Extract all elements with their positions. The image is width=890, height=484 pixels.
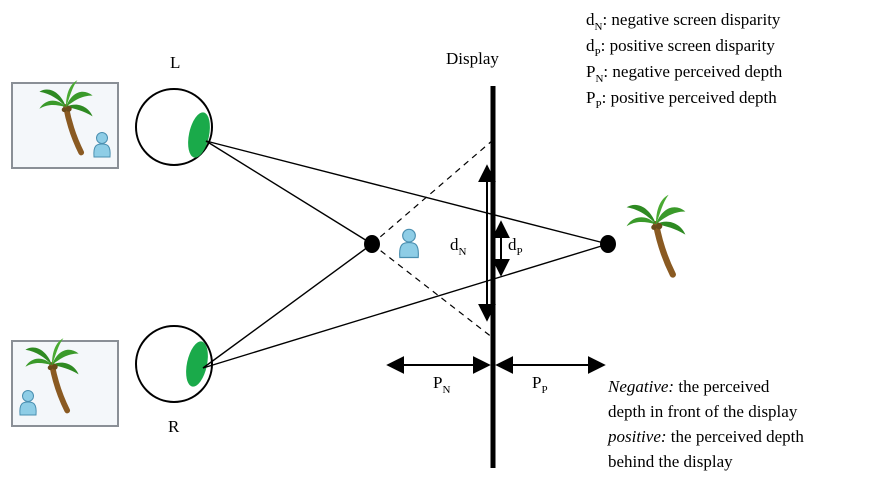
dP-label: dP <box>508 235 523 258</box>
display-label: Display <box>446 49 499 68</box>
left-eye-label: L <box>170 53 180 72</box>
right-eye-label: R <box>168 417 180 436</box>
person-icon <box>399 228 419 259</box>
sight-lines <box>202 140 609 369</box>
dashed-projection-lines <box>371 139 494 339</box>
palm-tree-icon <box>627 195 686 275</box>
legend-item-dP: dP: positive screen disparity <box>586 36 775 59</box>
note-line-1: Negative: the perceived <box>607 377 770 396</box>
PP-label: PP <box>532 373 548 396</box>
dashed-line-lower <box>371 243 494 339</box>
left-eye <box>135 88 213 166</box>
far-point <box>600 235 616 253</box>
right-pupil <box>186 341 208 387</box>
legend-item-PP: PP: positive perceived depth <box>586 88 777 111</box>
sight-line-right-to-near <box>202 243 373 369</box>
sight-line-right-to-far <box>202 243 609 369</box>
note-line-2: depth in front of the display <box>608 402 798 421</box>
sight-line-left-to-near <box>205 140 373 245</box>
right-eye <box>135 325 213 403</box>
legend-item-dN: dN: negative screen disparity <box>586 10 781 33</box>
right-eye-image-panel <box>11 338 119 427</box>
note-line-3: positive: the perceived depth <box>607 427 804 446</box>
sight-line-left-to-far <box>205 140 609 245</box>
note-line-4: behind the display <box>608 452 733 471</box>
near-point <box>364 235 380 253</box>
PN-label: PN <box>433 373 450 396</box>
dashed-line-upper <box>371 139 494 245</box>
left-pupil <box>188 112 210 158</box>
left-eye-image-panel <box>11 80 119 169</box>
legend: dN: negative screen disparity dP: positi… <box>586 10 783 111</box>
dN-label: dN <box>450 235 467 258</box>
legend-item-PN: PN: negative perceived depth <box>586 62 783 85</box>
depth-explanation-note: Negative: the perceived depth in front o… <box>607 377 804 471</box>
